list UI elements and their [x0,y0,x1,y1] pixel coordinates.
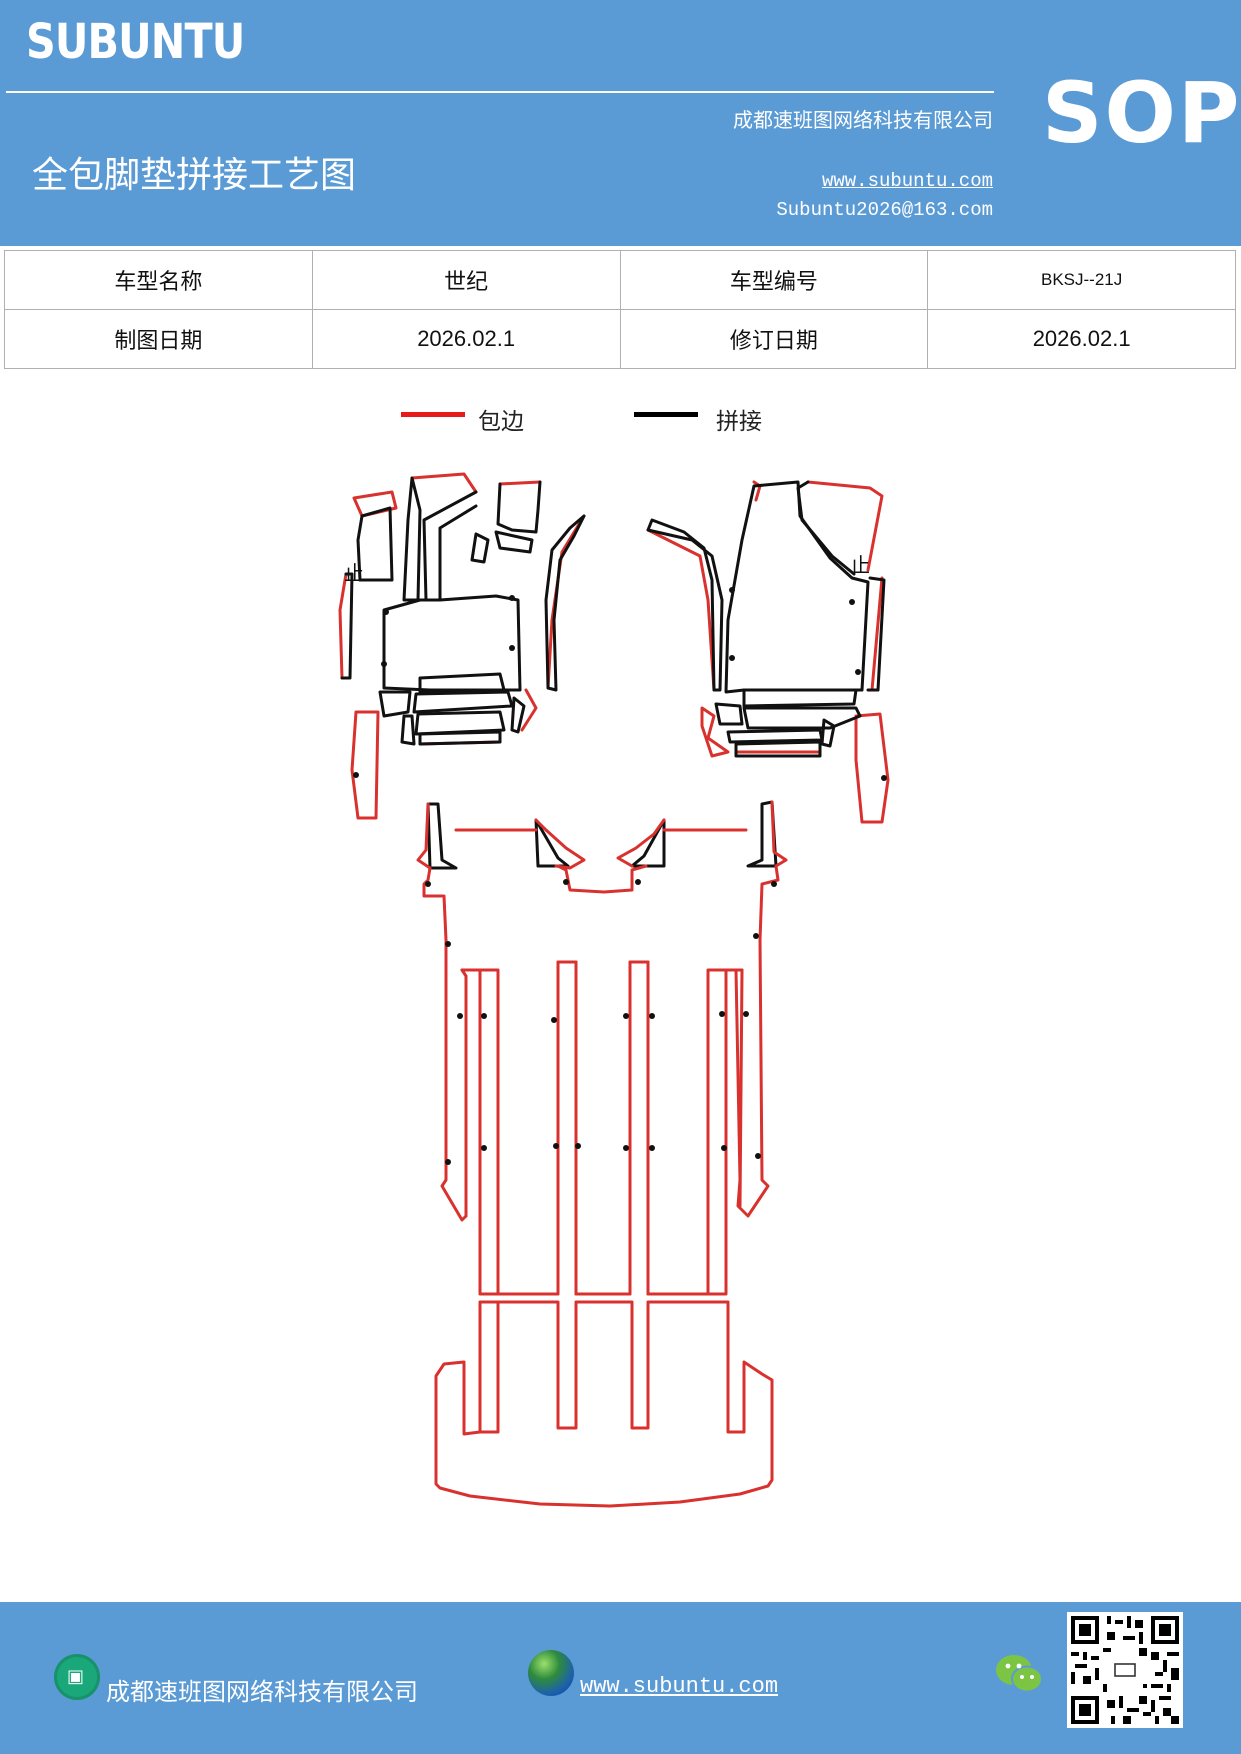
legend-seam-swatch [634,412,698,417]
wechat-icon[interactable] [994,1652,1044,1696]
revise-date-label: 修订日期 [619,309,929,369]
header-divider [6,91,994,93]
website-link[interactable]: www.subuntu.com [821,170,993,192]
qr-code [1067,1612,1183,1728]
sop-badge: SOP [1042,64,1241,162]
vehicle-info-table: 车型名称 世纪 车型编号 BKSJ--21J 制图日期 2026.02.1 修订… [4,250,1236,369]
revise-date-value: 2026.02.1 [927,309,1236,369]
legend-edge-swatch [401,412,465,417]
draw-date-value: 2026.02.1 [311,309,621,369]
draw-date-label: 制图日期 [4,309,313,369]
email-address: Subuntu2026@163.com [776,199,993,221]
page-title: 全包脚垫拼接工艺图 [32,155,357,196]
footer-company-name: 成都速班图网络科技有限公司 [106,1678,418,1706]
header-banner: SUBUNTU SOP 成都速班图网络科技有限公司 全包脚垫拼接工艺图 www.… [0,0,1241,246]
building-icon: ▣ [54,1654,100,1700]
stop-mark: 止 [850,553,870,577]
legend-seam-label: 拼接 [716,409,762,435]
brand-logo: SUBUNTU [26,14,245,70]
front-left-mat: 止 [338,472,586,820]
table-row: 车型名称 世纪 车型编号 BKSJ--21J [4,250,1236,310]
model-code-value: BKSJ--21J [927,250,1236,310]
table-row: 制图日期 2026.02.1 修订日期 2026.02.1 [4,309,1236,369]
footer-website-link[interactable]: www.subuntu.com [580,1674,779,1699]
stop-mark: 止 [344,561,364,585]
model-name-value: 世纪 [311,250,621,310]
floor-mat-diagram: 止 止 [338,472,890,1508]
model-name-label: 车型名称 [4,250,313,310]
rear-mat [416,800,788,1508]
globe-icon [528,1650,574,1696]
legend: 包边 拼接 [0,402,1241,442]
front-right-mat: 止 [646,480,890,824]
legend-edge-label: 包边 [478,409,524,435]
model-code-label: 车型编号 [619,250,929,310]
company-name: 成都速班图网络科技有限公司 [733,108,993,132]
footer-bar: ▣ 成都速班图网络科技有限公司 www.subuntu.com [0,1602,1241,1754]
